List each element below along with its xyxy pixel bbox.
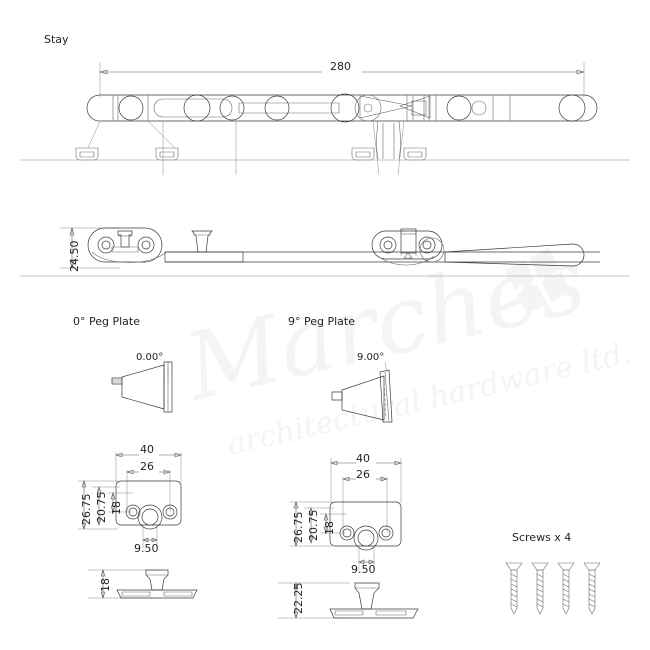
peg-plate-footprints [20,120,630,161]
peg9-angle-value: 9.00° [357,352,385,363]
peg0-angle-value: 0.00° [136,352,164,363]
peg0-plate-heading: 0° Peg Plate [73,315,140,328]
peg9-plate-heading: 9° Peg Plate [288,315,355,328]
peg0-shape [111,361,173,413]
peg9-width-dimension [330,455,402,503]
peg0-hole-centres-value: 26 [140,460,154,473]
screws-label: Screws x 4 [512,531,572,544]
watermark-logo-icon [504,247,571,314]
peg9-plate-body [329,501,402,551]
side-profile-outline [20,227,630,277]
peg0-peg-width-dimension [142,524,158,548]
peg9-width-value: 40 [356,452,370,465]
screw-item [557,562,575,615]
screw-item [531,562,549,615]
peg0-height-dimensions [78,480,133,530]
overall-length-value: 280 [330,60,351,73]
peg0-peg-width-value: 9.50 [134,542,159,555]
peg9-hole-centres-value: 26 [356,468,370,481]
peg0-width-value: 40 [140,443,154,456]
peg0-width-dimension [115,447,182,483]
peg9-height-dimensions [290,501,347,547]
peg9-peg-width-value: 9.50 [351,563,376,576]
peg9-shape [331,361,393,423]
drawing-title: Stay [44,33,69,46]
peg-plate-projection-lines [87,120,405,176]
stay-bar-outline [86,93,598,123]
screw-item [505,562,523,615]
screw-item [583,562,601,615]
peg9-hole-centres-dimension [342,471,388,533]
peg9-peg-width-dimension [358,545,375,570]
peg0-profile-body [116,569,198,599]
peg0-hole-centres-dimension [126,464,171,512]
peg9-profile-body [329,582,419,619]
overall-length-dimension [98,62,586,97]
